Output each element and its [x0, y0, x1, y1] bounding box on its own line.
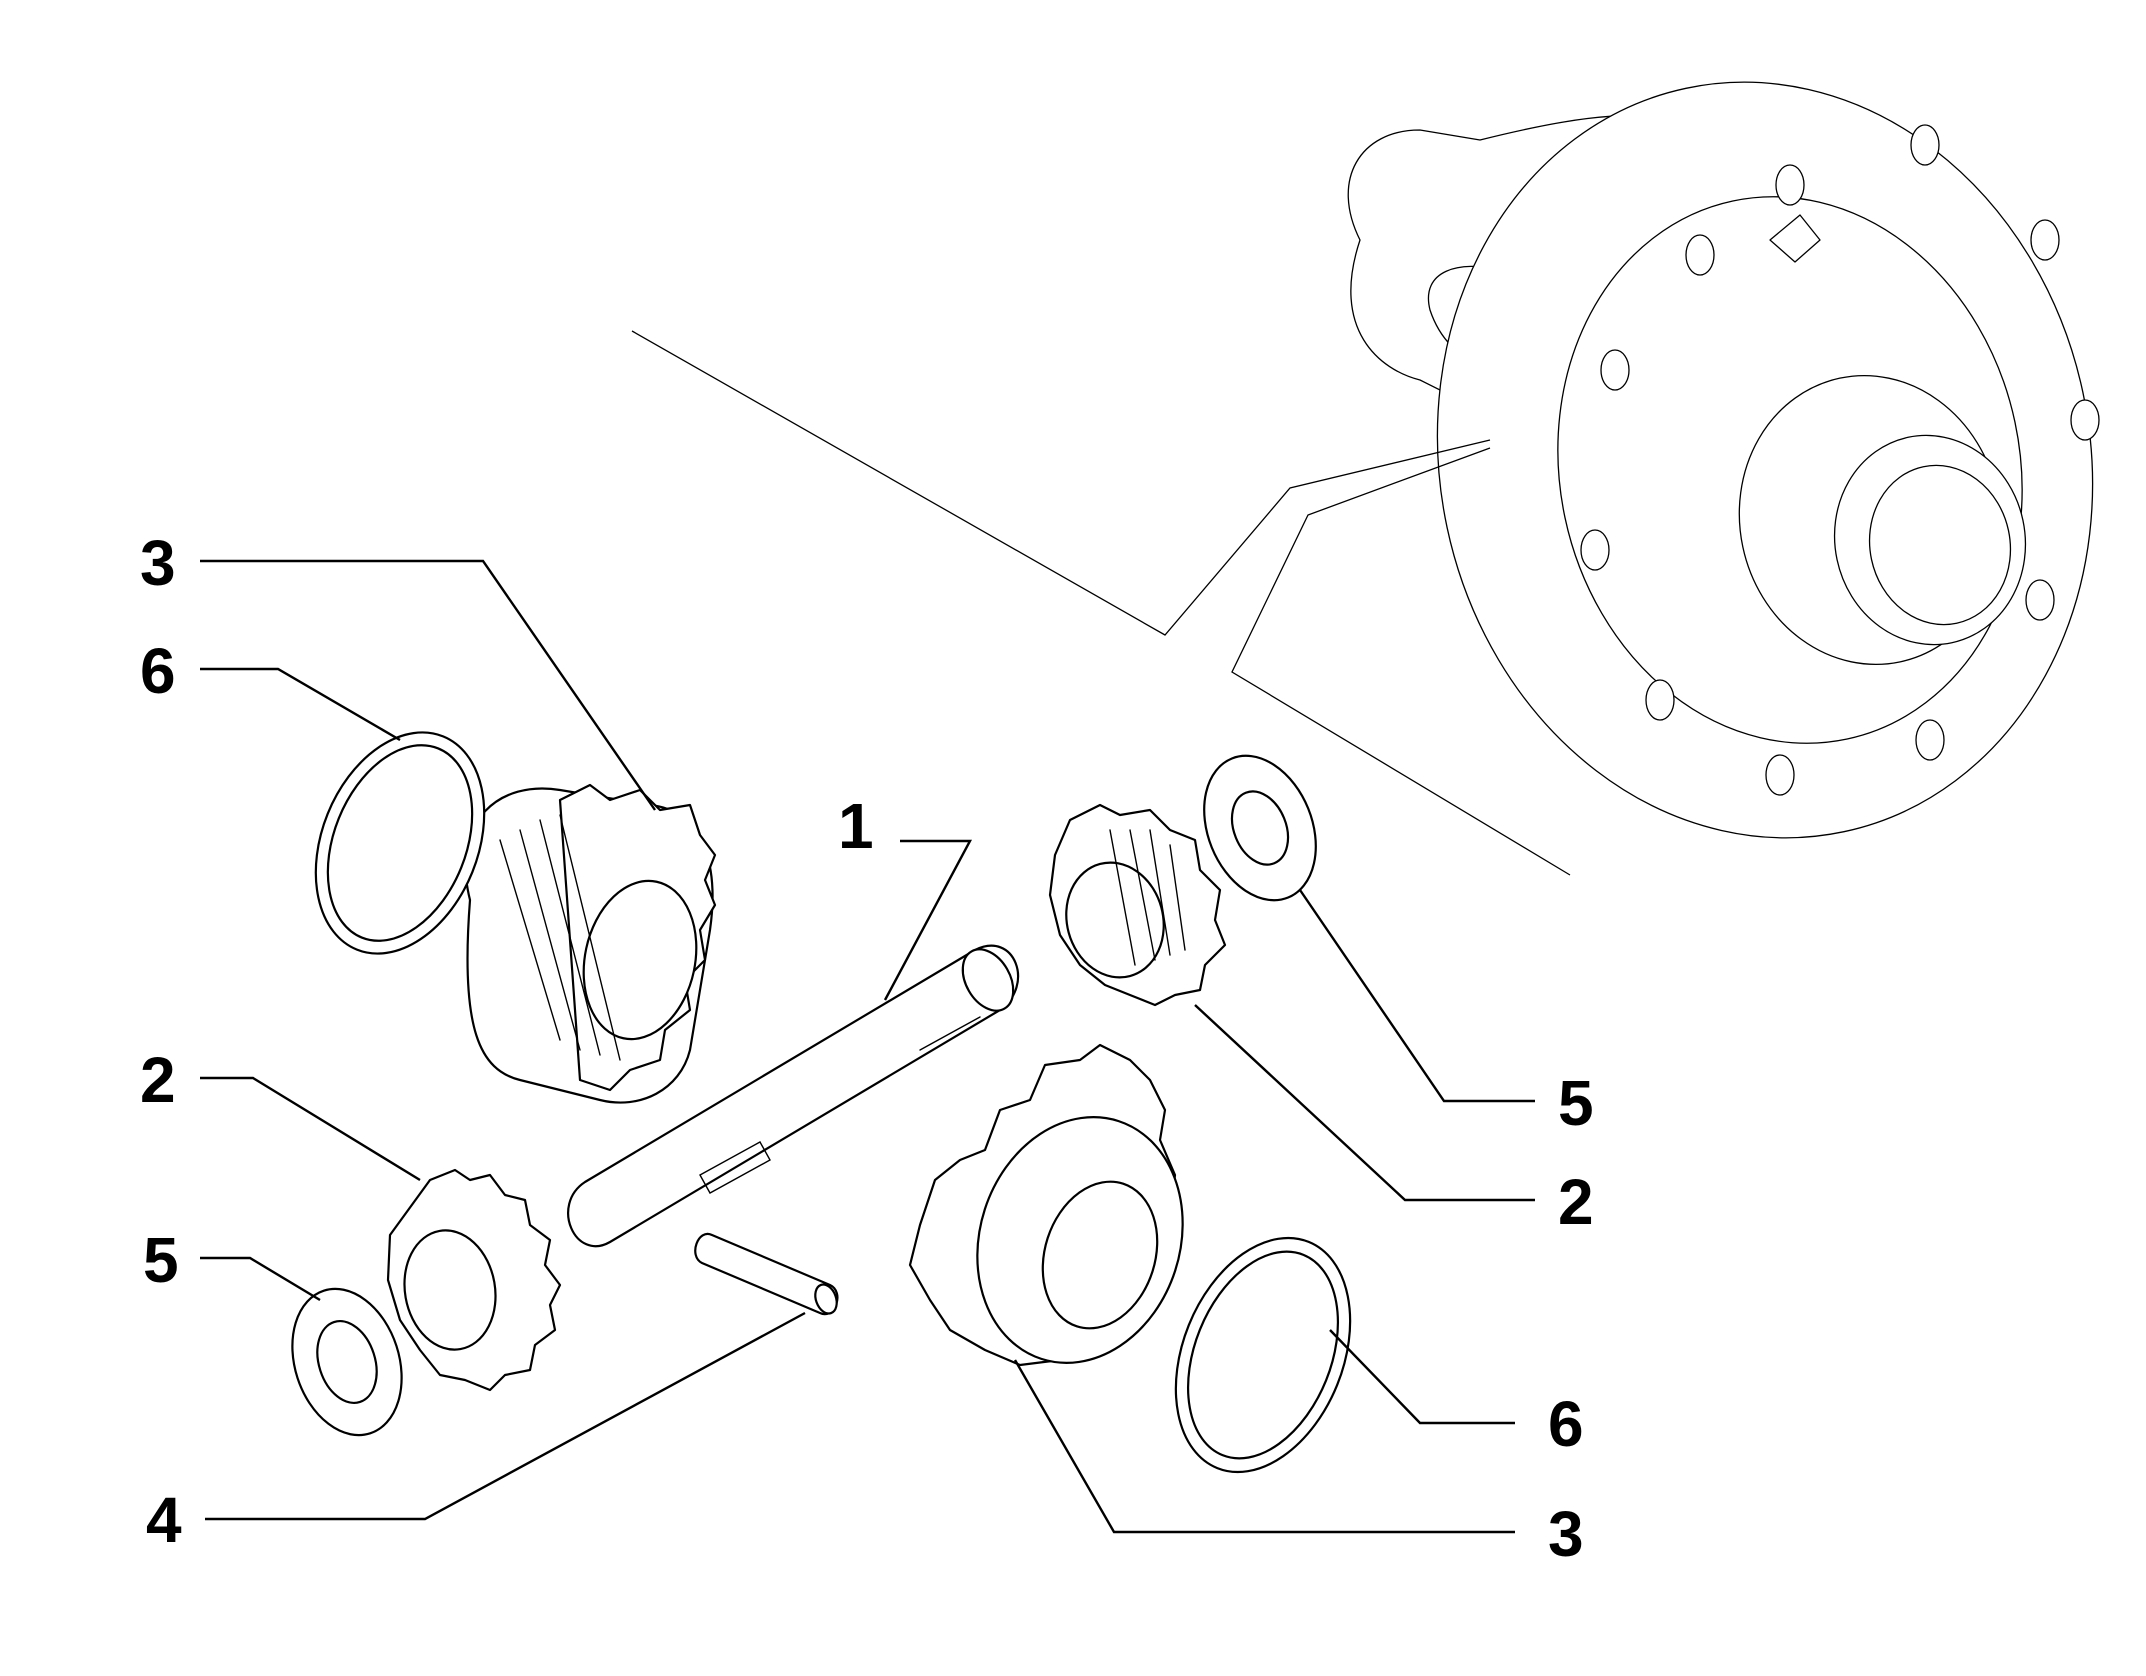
housing-key-tab — [1769, 214, 1821, 263]
side-gear-lower-right-bore — [1041, 1180, 1159, 1330]
side-gear-upper-left-bore — [582, 879, 698, 1041]
side-gear-lower-right — [908, 1043, 1184, 1367]
pinion-gear-right — [1048, 803, 1227, 1007]
leader-5-left — [200, 1256, 321, 1302]
leader-6-bottom — [1329, 1329, 1515, 1425]
leader-3-bottom — [1013, 1359, 1515, 1534]
lock-pin — [694, 1232, 839, 1316]
callout-4: 4 — [146, 1484, 182, 1556]
assembly-reference-lines — [631, 330, 1571, 876]
leader-1 — [883, 839, 973, 1001]
callout-2-right: 2 — [1558, 1166, 1594, 1238]
pinion-cross-shaft — [567, 944, 1020, 1248]
leader-2-right — [1194, 1004, 1535, 1202]
differential-housing — [1347, 81, 2100, 839]
leader-6-top — [200, 667, 401, 742]
leader-4 — [205, 1311, 806, 1521]
callout-1: 1 — [838, 790, 874, 862]
leader-3-top — [200, 559, 656, 811]
callout-2-left: 2 — [140, 1044, 176, 1116]
thrust-washer-lower-right — [1174, 1236, 1352, 1474]
spherical-washer-right — [1203, 754, 1317, 902]
callout-numbers: 3 6 1 2 5 4 5 2 6 3 — [140, 527, 1594, 1570]
callout-6-bottom: 6 — [1548, 1388, 1584, 1460]
callout-3-top: 3 — [140, 527, 176, 599]
thrust-washer-upper-left — [314, 731, 486, 955]
pinion-gear-left — [386, 1168, 562, 1392]
callout-5-left: 5 — [143, 1224, 179, 1296]
leader-2-left — [200, 1076, 421, 1182]
callout-5-right: 5 — [1558, 1067, 1594, 1139]
leader-lines — [200, 559, 1535, 1534]
spherical-washer-left — [291, 1287, 403, 1437]
callout-3-bottom: 3 — [1548, 1498, 1584, 1570]
side-gear-upper-left — [464, 783, 717, 1104]
leader-5-right — [1299, 889, 1535, 1103]
housing-bolt-holes — [1580, 124, 2100, 796]
callout-6-top: 6 — [140, 635, 176, 707]
housing-hub-bore — [1868, 464, 2012, 626]
